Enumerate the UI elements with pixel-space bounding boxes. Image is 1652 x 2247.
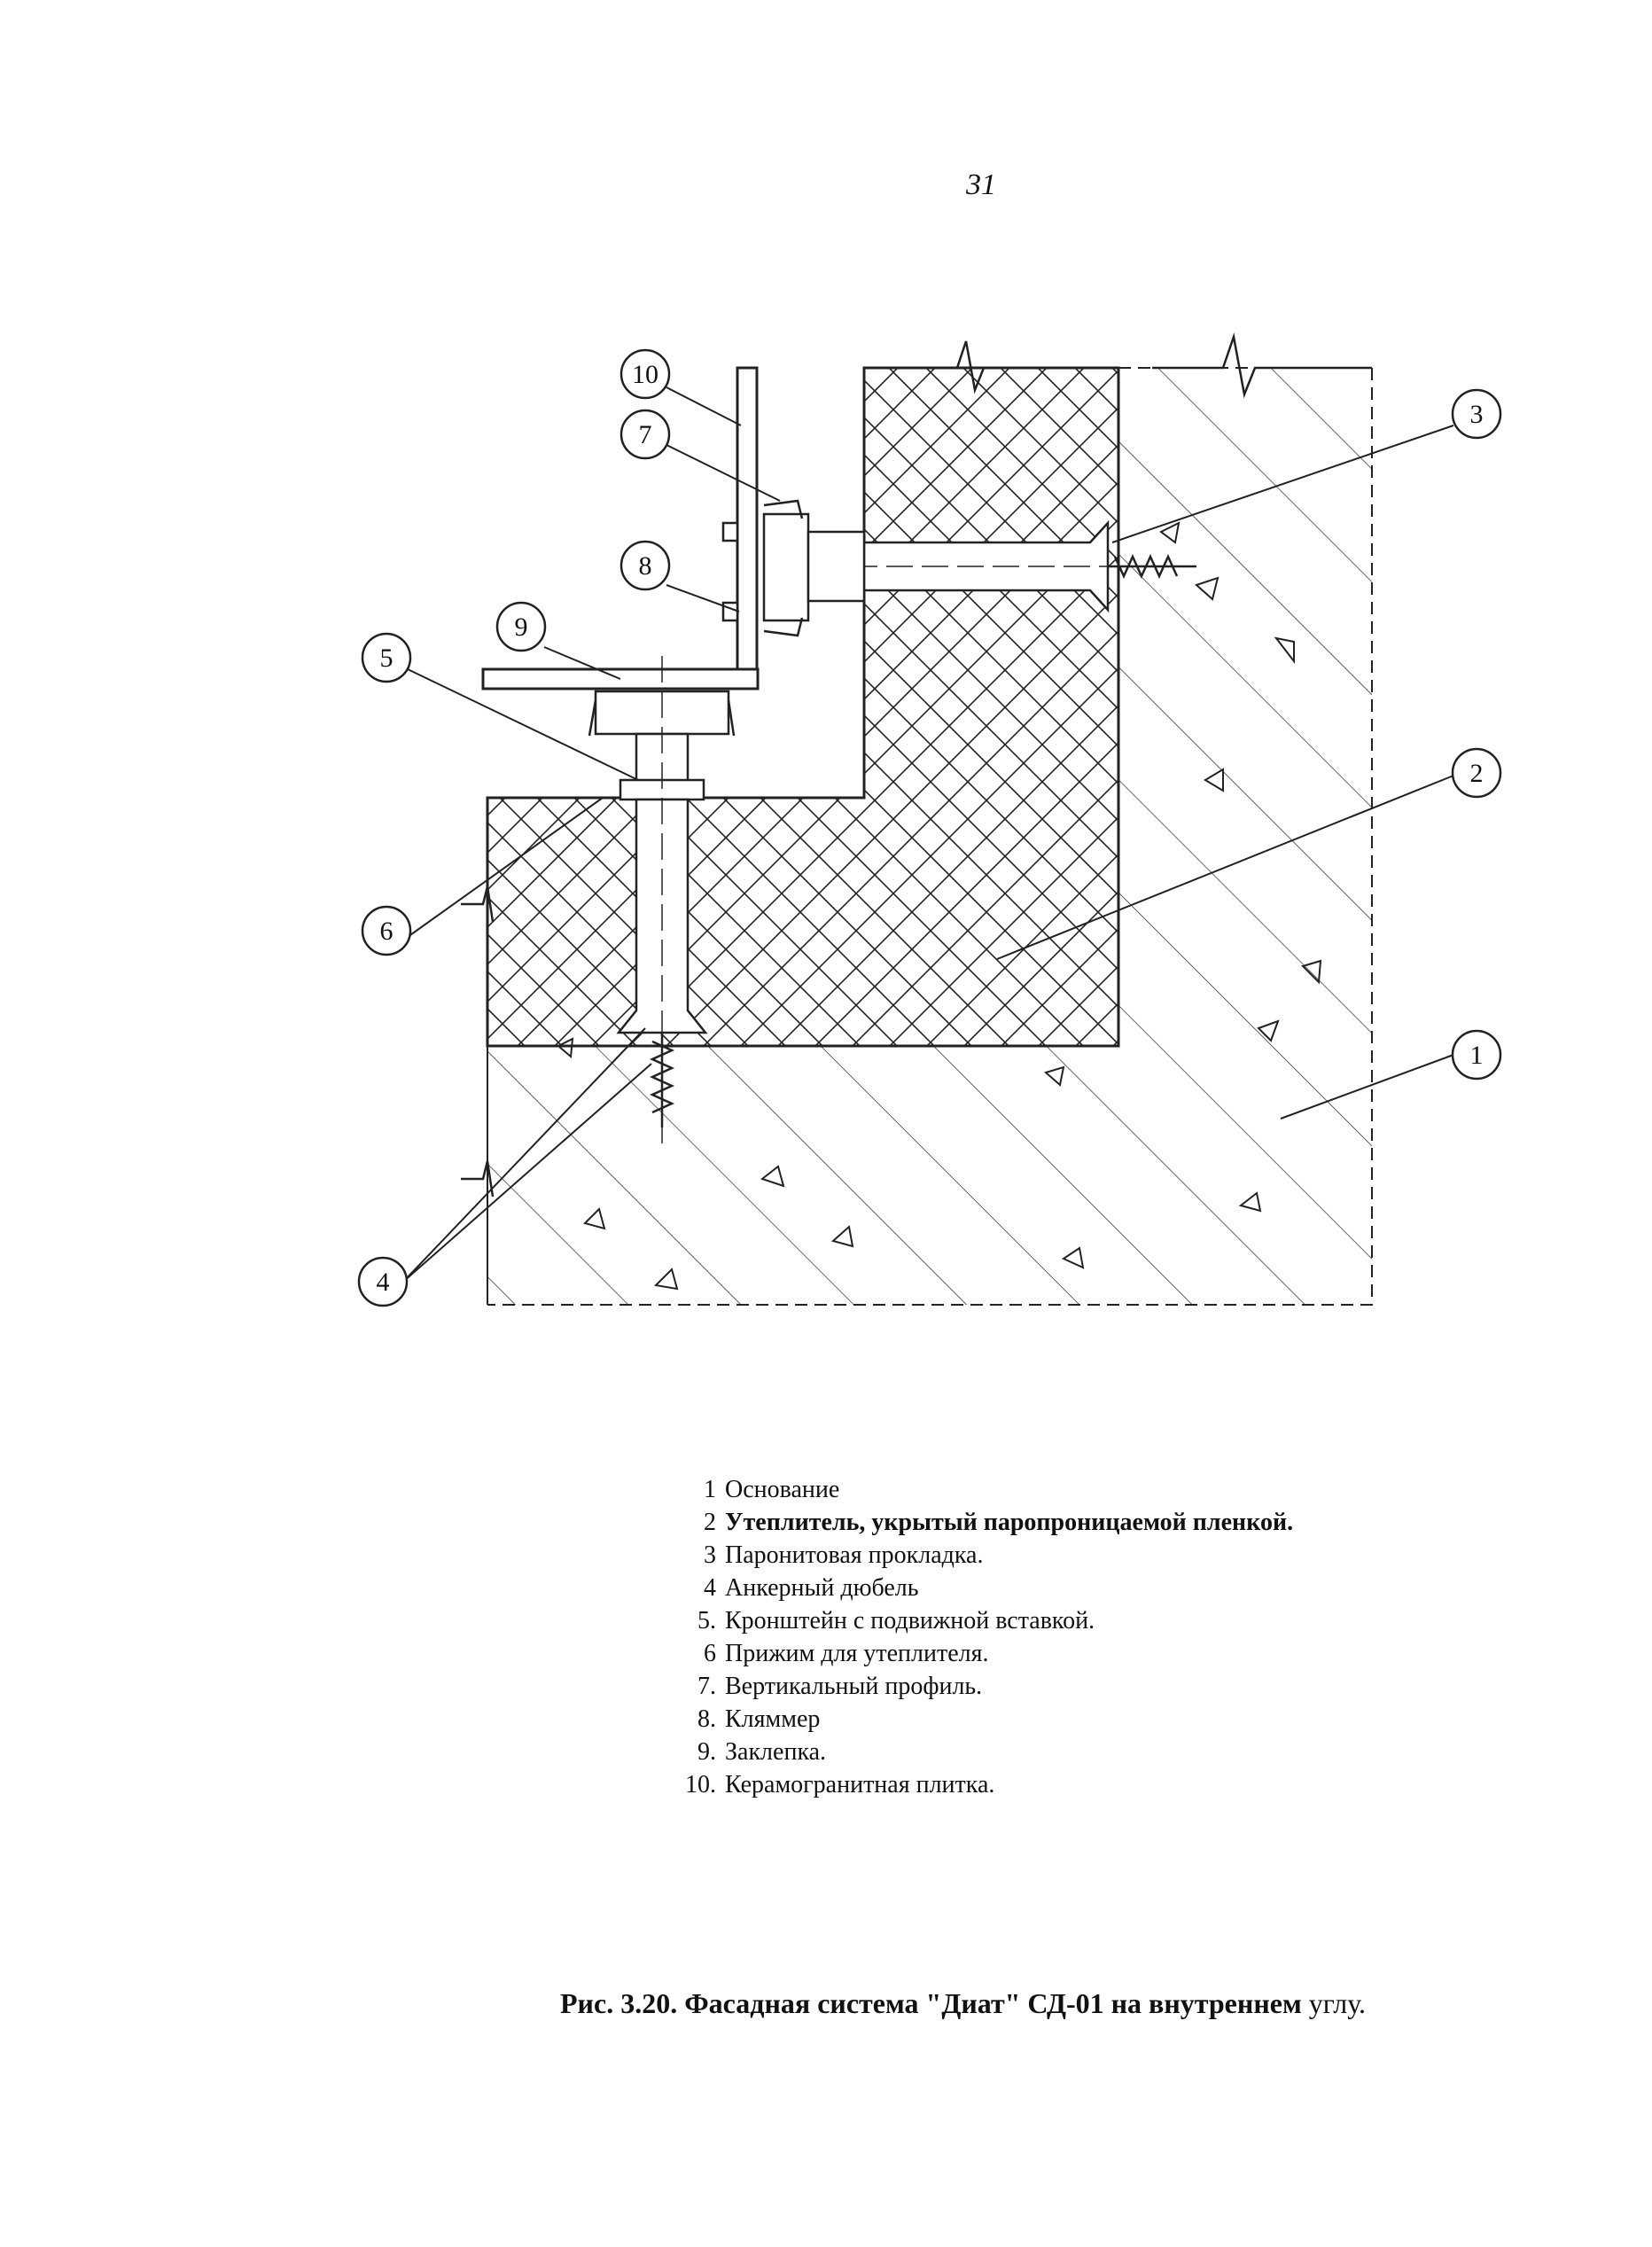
svg-text:9: 9 bbox=[515, 612, 528, 642]
svg-text:5: 5 bbox=[380, 644, 394, 673]
legend-item: 8.Кляммер bbox=[697, 1705, 821, 1733]
figure-caption-tail: углу. bbox=[1308, 1987, 1367, 2019]
base-wall bbox=[487, 367, 1373, 1306]
callout-6: 6 bbox=[361, 905, 412, 956]
svg-text:7: 7 bbox=[639, 420, 652, 449]
callout-9: 9 bbox=[495, 601, 547, 652]
callout-5: 5 bbox=[361, 632, 412, 683]
leader-lines bbox=[402, 386, 1454, 1283]
upper-bracket bbox=[762, 499, 866, 637]
lower-anchor-dowel bbox=[616, 656, 708, 1143]
break-lines bbox=[461, 332, 1372, 1198]
svg-text:1: 1 bbox=[1470, 1041, 1484, 1070]
callout-1: 1 bbox=[1451, 1029, 1502, 1081]
legend-item: 5.Кронштейн с подвижной вставкой. bbox=[697, 1607, 1095, 1635]
callout-8: 8 bbox=[620, 540, 671, 591]
svg-text:6: 6 bbox=[380, 917, 394, 946]
insulation bbox=[486, 366, 1120, 1048]
svg-text:10: 10 bbox=[632, 360, 658, 389]
callout-7: 7 bbox=[620, 409, 671, 460]
figure-caption: Рис. 3.20. Фасадная система "Диат" СД-01… bbox=[560, 1987, 1366, 2020]
svg-text:4: 4 bbox=[377, 1268, 390, 1297]
callout-3: 3 bbox=[1451, 388, 1502, 440]
callout-10: 10 bbox=[620, 348, 671, 400]
svg-text:3: 3 bbox=[1470, 400, 1484, 429]
svg-text:8: 8 bbox=[639, 551, 652, 581]
callout-4: 4 bbox=[357, 1256, 409, 1307]
legend-item: 7.Вертикальный профиль. bbox=[697, 1673, 983, 1700]
legend-item: 9.Заклепка. bbox=[697, 1738, 827, 1766]
page-number: 31 bbox=[966, 168, 996, 201]
figure-caption-main: Рис. 3.20. Фасадная система "Диат" СД-01… bbox=[560, 1987, 1302, 2019]
ceramic-tile-vertical bbox=[736, 366, 759, 671]
legend-item: 10.Керамогранитная плитка. bbox=[685, 1771, 995, 1798]
svg-text:2: 2 bbox=[1470, 759, 1484, 788]
callout-2: 2 bbox=[1451, 747, 1502, 799]
